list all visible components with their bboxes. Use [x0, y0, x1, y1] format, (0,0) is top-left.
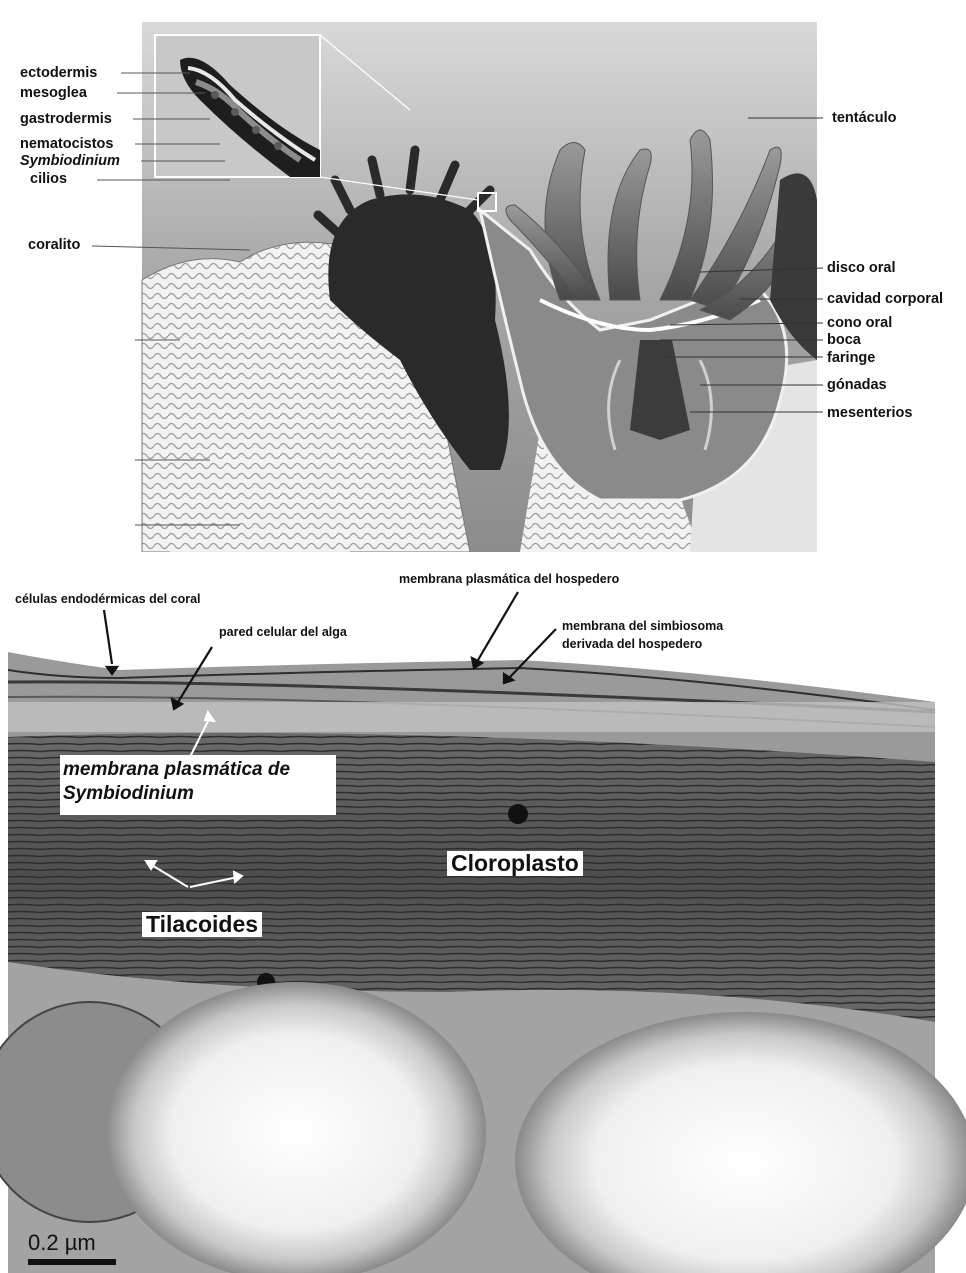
label-cilios: cilios — [30, 172, 67, 187]
label-faringe: faringe — [827, 351, 875, 366]
label-membrana-symbiodinium-1: membrana plasmática de — [63, 760, 290, 779]
label-membrana-symbiodinium-2: Symbiodinium — [63, 784, 194, 803]
label-membrana-plasmatica-hospedero: membrana plasmática del hospedero — [399, 573, 619, 586]
label-disco-oral: disco oral — [827, 261, 896, 276]
label-coralito: coralito — [28, 238, 80, 253]
starch-grain-left — [106, 982, 486, 1273]
scale-bar — [28, 1259, 116, 1265]
label-membrana-simbiosoma-1: membrana del simbiosoma — [562, 620, 723, 633]
label-pared-celular: pared celular del alga — [219, 626, 347, 639]
label-celulas-endodermicas: células endodérmicas del coral — [15, 593, 201, 606]
label-cavidad-corporal: cavidad corporal — [827, 292, 943, 307]
label-membrana-simbiosoma-2: derivada del hospedero — [562, 638, 702, 651]
label-symbiodinium: Symbiodinium — [20, 154, 120, 169]
label-tentaculo: tentáculo — [832, 111, 896, 126]
label-scale-bar: 0.2 µm — [28, 1232, 96, 1254]
tentacle-inset — [155, 35, 320, 177]
label-boca: boca — [827, 333, 861, 348]
label-cloroplasto: Cloroplasto — [447, 851, 583, 876]
coral-polyp-illustration — [0, 0, 966, 552]
label-tilacoides: Tilacoides — [142, 912, 262, 937]
label-gastrodermis: gastrodermis — [20, 112, 112, 127]
label-gonadas: gónadas — [827, 378, 887, 393]
label-nematocistos: nematocistos — [20, 137, 113, 152]
label-mesoglea: mesoglea — [20, 86, 87, 101]
label-ectodermis: ectodermis — [20, 66, 97, 81]
label-cono-oral: cono oral — [827, 316, 892, 331]
label-mesenterios: mesenterios — [827, 406, 912, 421]
